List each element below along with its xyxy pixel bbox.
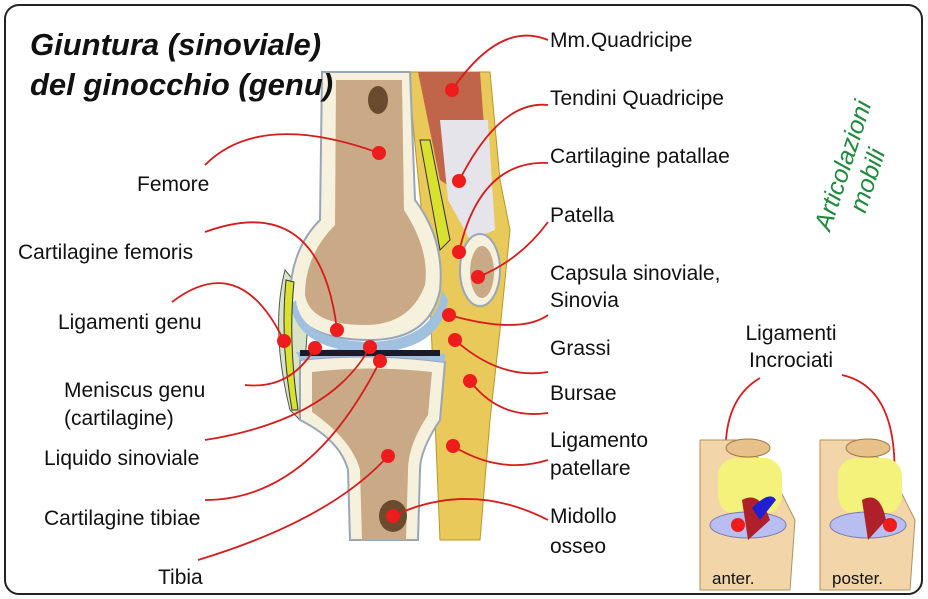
cruciate-ligaments-inset: Ligamenti Incrociati anter. poster. bbox=[699, 322, 916, 591]
label-bursae: Bursae bbox=[550, 382, 617, 405]
posterior-label: poster. bbox=[832, 569, 883, 588]
marker-dot bbox=[471, 270, 485, 284]
label-cartilagine-femoris: Cartilagine femoris bbox=[18, 241, 193, 264]
leader-line bbox=[204, 360, 381, 501]
marker-dot bbox=[373, 354, 387, 368]
marker-dot bbox=[883, 518, 897, 532]
label-grassi: Grassi bbox=[550, 337, 611, 360]
label-midollo-line1: Midollo bbox=[550, 505, 617, 528]
marker-dot bbox=[452, 174, 466, 188]
anterior-view bbox=[699, 438, 796, 591]
leader-line bbox=[197, 455, 389, 561]
marker-dot bbox=[445, 83, 459, 97]
label-patella: Patella bbox=[550, 204, 615, 227]
label-quadricipe: Mm.Quadricipe bbox=[550, 29, 692, 52]
inset-title-line1: Ligamenti bbox=[745, 322, 836, 345]
leader-line bbox=[244, 347, 316, 387]
marker-dot bbox=[330, 323, 344, 337]
leader-line bbox=[477, 221, 549, 278]
label-capsula-line2: Sinovia bbox=[550, 289, 619, 312]
posterior-view bbox=[819, 438, 916, 591]
label-tendini: Tendini Quadricipe bbox=[550, 87, 724, 110]
leader-line bbox=[448, 314, 549, 326]
label-liquido-sinoviale: Liquido sinoviale bbox=[44, 447, 199, 470]
inset-title-line2: Incrociati bbox=[749, 349, 833, 372]
leader-line bbox=[204, 346, 371, 441]
marker-dot bbox=[386, 509, 400, 523]
leader-line bbox=[458, 162, 549, 253]
label-tibia: Tibia bbox=[158, 566, 203, 589]
marker-dot bbox=[381, 449, 395, 463]
leader-line bbox=[392, 498, 549, 521]
label-midollo-line2: osseo bbox=[550, 535, 606, 558]
label-meniscus-line2: (cartilagine) bbox=[64, 407, 174, 430]
leader-line bbox=[469, 380, 549, 415]
label-cartilagine-patallae: Cartilagine patallae bbox=[550, 145, 730, 168]
leader-line bbox=[204, 221, 338, 331]
marker-dot bbox=[463, 374, 477, 388]
marker-dot bbox=[442, 308, 456, 322]
leader-line bbox=[171, 282, 285, 342]
leader-line bbox=[451, 34, 549, 91]
leader-line bbox=[458, 103, 549, 182]
label-meniscus-line1: Meniscus genu bbox=[64, 379, 205, 402]
marker-dot bbox=[277, 334, 291, 348]
leader-line bbox=[454, 339, 549, 375]
label-cartilagine-tibiae: Cartilagine tibiae bbox=[44, 507, 200, 530]
marker-dot bbox=[446, 439, 460, 453]
marker-dot bbox=[731, 518, 745, 532]
label-ligamenti-genu: Ligamenti genu bbox=[58, 311, 202, 334]
marker-dot bbox=[448, 333, 462, 347]
knee-illustration bbox=[278, 71, 511, 541]
leader-line bbox=[204, 133, 380, 166]
marker-dots bbox=[277, 83, 485, 523]
anterior-label: anter. bbox=[712, 569, 755, 588]
leader-lines bbox=[171, 34, 896, 561]
title-line2: del ginocchio (genu) bbox=[30, 67, 333, 102]
label-ligamento-line1: Ligamento bbox=[550, 429, 648, 452]
marker-dot bbox=[452, 245, 466, 259]
label-ligamento-line2: patellare bbox=[550, 457, 631, 480]
marker-dot bbox=[363, 340, 377, 354]
leader-line bbox=[452, 445, 549, 466]
title-line1: Giuntura (sinoviale) bbox=[30, 27, 321, 62]
marker-dot bbox=[372, 146, 386, 160]
marker-dot bbox=[308, 341, 322, 355]
label-femore: Femore bbox=[137, 173, 209, 196]
label-capsula-line1: Capsula sinoviale, bbox=[550, 262, 720, 285]
